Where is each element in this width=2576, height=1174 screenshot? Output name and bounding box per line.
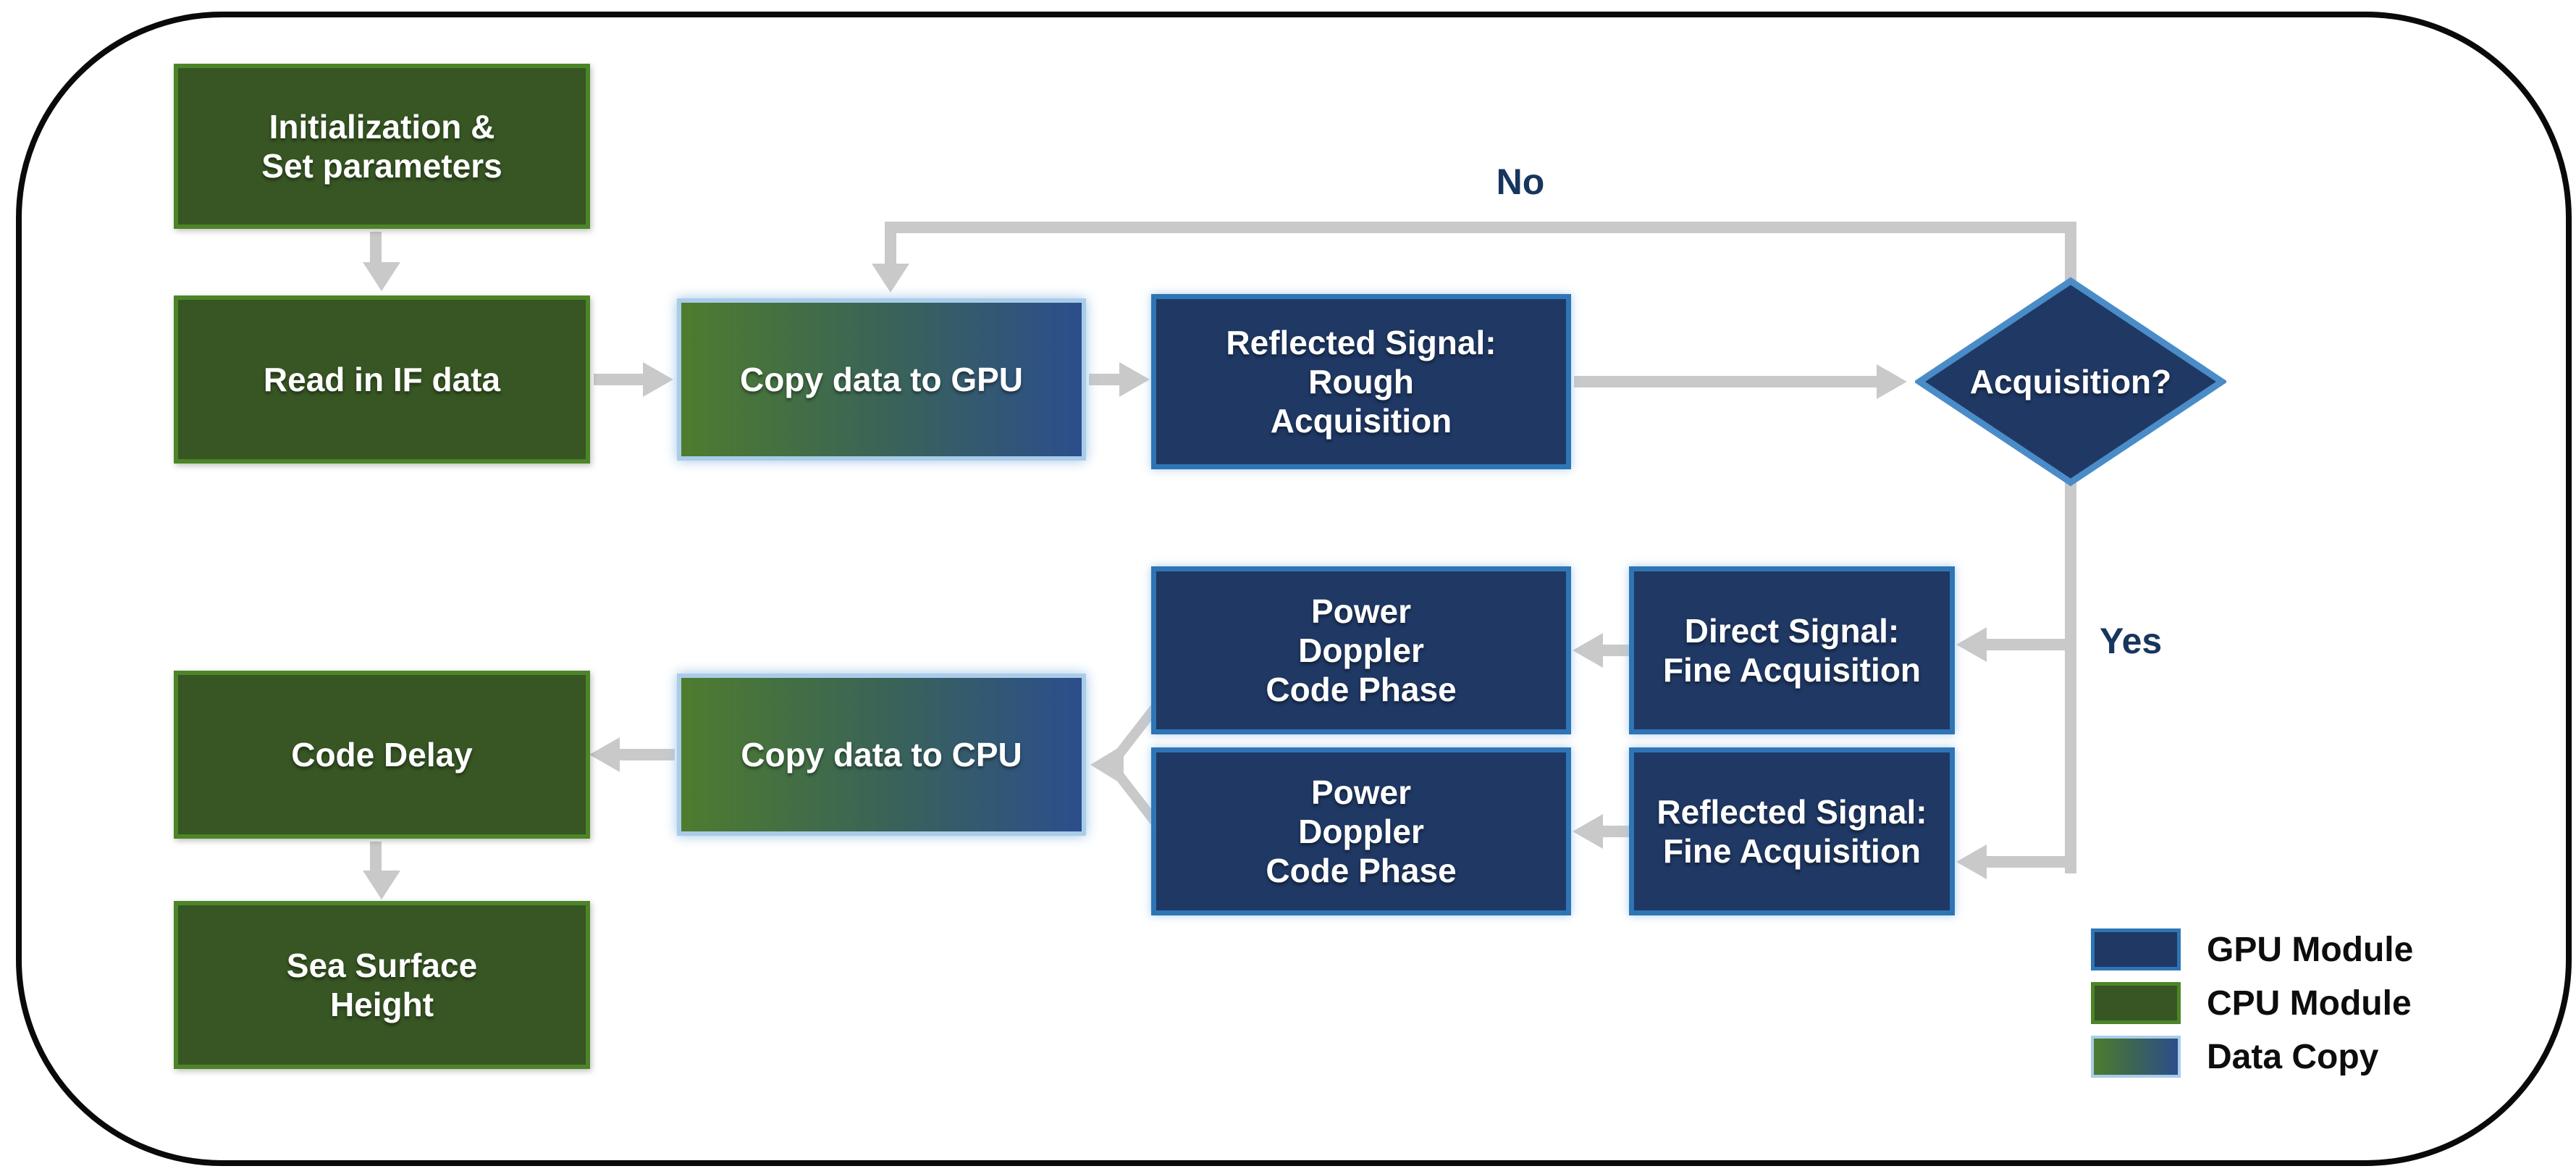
arrow-copycpu-to-codedelay-shaft xyxy=(617,749,675,760)
yes-branch-to-directfine-head-icon xyxy=(1956,627,1987,662)
arrow-copycpu-to-codedelay-head-icon xyxy=(589,737,620,772)
legend-label-gpu: GPU Module xyxy=(2207,930,2414,969)
arrow-copygpu-to-roughacq-head-icon xyxy=(1119,362,1150,397)
merge-head-icon xyxy=(1090,745,1124,785)
edge-label-yes: Yes xyxy=(2100,621,2163,661)
node-power-doppler-code-phase-1: Power Doppler Code Phase xyxy=(1151,566,1571,734)
node-power-doppler-code-phase-2: Power Doppler Code Phase xyxy=(1151,747,1571,915)
node-reflected-fine-acquisition: Reflected Signal: Fine Acquisition xyxy=(1629,747,1955,915)
arrow-codedelay-to-ssh-head-icon xyxy=(363,871,400,900)
legend-label-cpu: CPU Module xyxy=(2207,984,2412,1023)
node-direct-fine-acquisition: Direct Signal: Fine Acquisition xyxy=(1629,566,1955,734)
arrow-readif-to-copygpu-shaft xyxy=(594,374,644,385)
no-loop-drop xyxy=(885,222,896,267)
edge-label-no: No xyxy=(1496,162,1545,202)
arrow-codedelay-to-ssh-shaft xyxy=(370,842,382,873)
arrow-copygpu-to-roughacq-shaft xyxy=(1089,374,1121,385)
arrow-roughacq-to-decision-shaft xyxy=(1574,376,1878,387)
figure-rounded-border xyxy=(16,12,2572,1166)
arrow-reflfine-to-pd2-head-icon xyxy=(1573,814,1603,849)
arrow-readif-to-copygpu-head-icon xyxy=(643,362,673,397)
legend-swatch-cpu-icon xyxy=(2091,982,2181,1024)
node-copy-data-to-cpu: Copy data to CPU xyxy=(677,674,1086,836)
arrow-reflfine-to-pd2-shaft xyxy=(1601,826,1633,837)
arrow-directfine-to-pd1-head-icon xyxy=(1573,633,1603,668)
node-acquisition-decision-label: Acquisition? xyxy=(1969,363,2172,401)
node-acquisition-decision-shape xyxy=(1915,277,2226,487)
legend-label-datacopy: Data Copy xyxy=(2207,1037,2379,1076)
legend-swatch-datacopy-icon xyxy=(2091,1036,2181,1078)
arrow-roughacq-to-decision-head-icon xyxy=(1877,364,1907,399)
arrow-directfine-to-pd1-shaft xyxy=(1601,645,1633,656)
yes-branch-vertical xyxy=(2065,482,2076,873)
node-read-if-data: Read in IF data xyxy=(174,295,590,464)
node-copy-data-to-gpu: Copy data to GPU xyxy=(677,298,1086,461)
arrow-init-to-readif-head-icon xyxy=(363,262,400,291)
legend-swatch-gpu-icon xyxy=(2091,928,2181,970)
node-sea-surface-height: Sea Surface Height xyxy=(174,901,590,1069)
node-code-delay: Code Delay xyxy=(174,671,590,839)
node-reflected-rough-acquisition: Reflected Signal: Rough Acquisition xyxy=(1151,294,1571,469)
no-loop-head-icon xyxy=(872,264,909,293)
yes-branch-to-directfine-shaft xyxy=(1987,639,2065,650)
no-loop-riser xyxy=(2065,222,2076,282)
yes-branch-to-reflfine-shaft xyxy=(1987,856,2076,868)
node-initialization: Initialization & Set parameters xyxy=(174,64,590,229)
no-loop-horizontal xyxy=(885,222,2076,233)
arrow-init-to-readif-shaft xyxy=(370,232,382,265)
yes-branch-to-reflfine-head-icon xyxy=(1956,844,1987,879)
